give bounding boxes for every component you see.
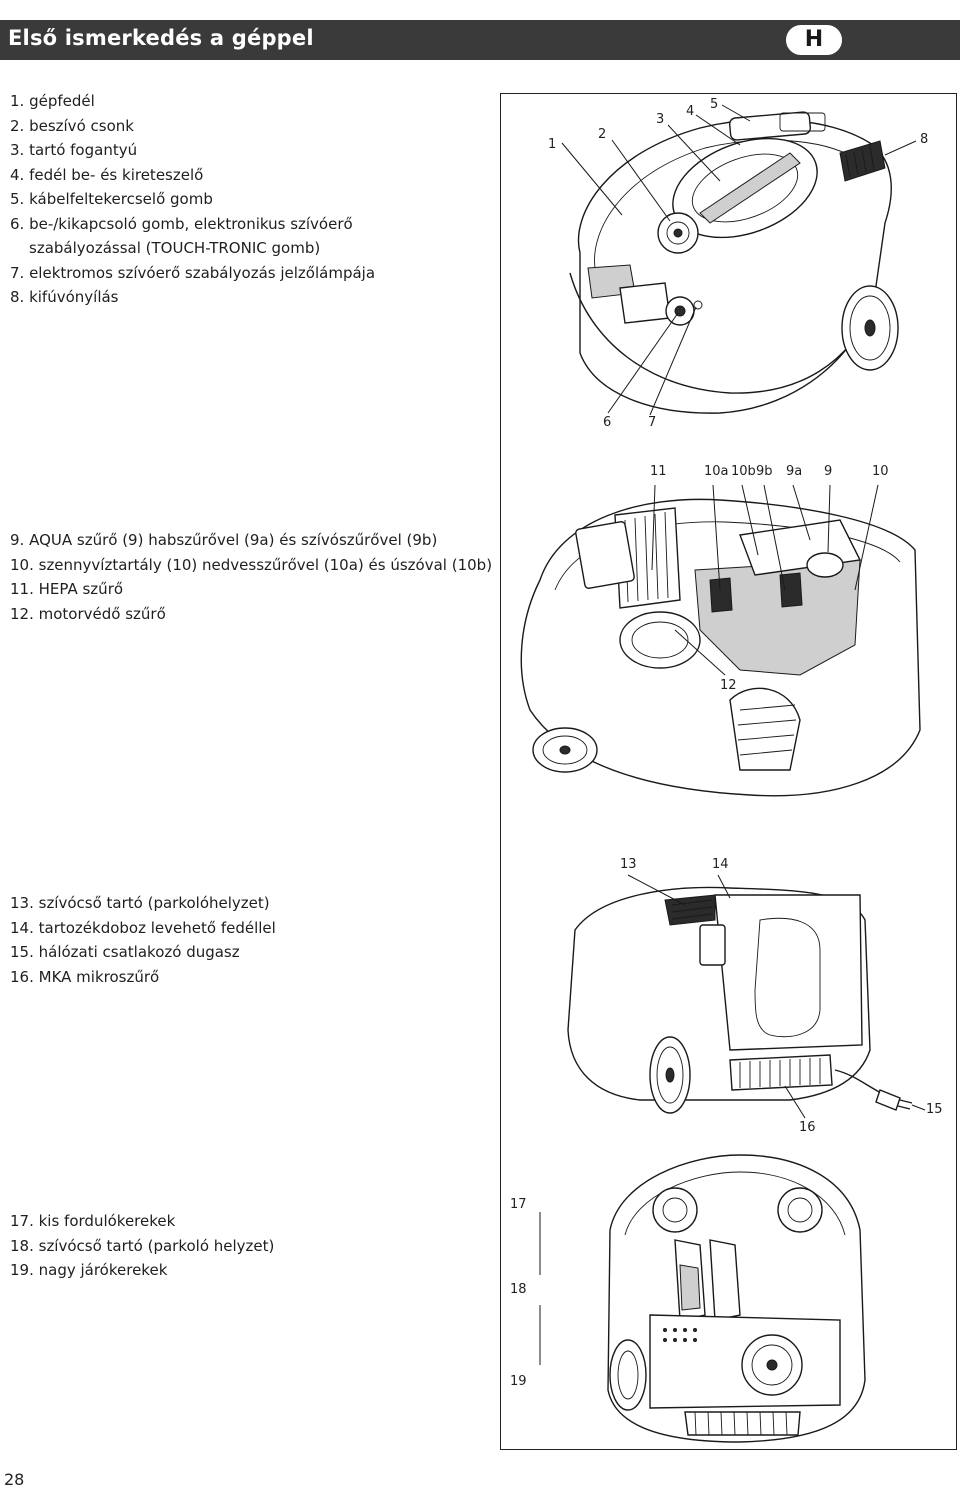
legend-item: 2. beszívó csonk: [10, 116, 134, 135]
language-badge: H: [784, 23, 844, 57]
legend-item: 3. tartó fogantyú: [10, 141, 138, 159]
callout-label: 10b: [731, 464, 756, 479]
legend-top-view: 1. gépfedél 2. beszívó csonk 3. tartó fo…: [10, 89, 375, 310]
callout-label: 9: [824, 464, 833, 479]
legend-item: 1. gépfedél: [10, 92, 95, 110]
legend-item: 17. kis fordulókerekek: [10, 1212, 176, 1230]
callout-label: 11: [650, 464, 667, 479]
callout-label: 12: [720, 678, 737, 693]
legend-item: 15. hálózati csatlakozó dugasz: [10, 943, 240, 961]
callout-label: 16: [799, 1120, 816, 1135]
callout-label: 17: [510, 1197, 527, 1212]
legend-item: 12. motorvédő szűrő: [10, 604, 166, 623]
callout-label: 9b: [756, 464, 773, 479]
callout-label: 9a: [786, 464, 803, 479]
legend-open-view: 9. AQUA szűrő (9) habszűrővel (9a) és sz…: [10, 528, 492, 626]
legend-item: 14. tartozékdoboz levehető fedéllel: [10, 918, 276, 937]
legend-item: 19. nagy járókerekek: [10, 1261, 168, 1279]
callout-label: 13: [620, 857, 637, 872]
callout-label: 3: [656, 112, 665, 127]
legend-item: 18. szívócső tartó (parkoló helyzet): [10, 1236, 275, 1255]
legend-item: 9. AQUA szűrő (9) habszűrővel (9a) és sz…: [10, 531, 438, 549]
callout-label: 15: [926, 1102, 943, 1117]
callout-label: 4: [686, 104, 695, 119]
vacuum-open-view-illustration: [520, 484, 921, 797]
vacuum-rear-view-illustration: [567, 874, 926, 1119]
legend-item: 16. MKA mikroszűrő: [10, 967, 160, 986]
callout-label: 5: [710, 97, 719, 112]
legend-item: 6. be-/kikapcsoló gomb, elektronikus szí…: [10, 214, 353, 233]
header-bar: Első ismerkedés a géppel H: [0, 20, 960, 60]
callout-label: 1: [548, 137, 557, 152]
page-number: 28: [4, 1470, 25, 1489]
legend-item-continuation: szabályozással (TOUCH-TRONIC gomb): [29, 239, 321, 257]
callout-label: 7: [648, 415, 657, 430]
callout-label: 2: [598, 127, 607, 142]
page-title: Első ismerkedés a géppel: [8, 26, 314, 50]
legend-rear-view: 13. szívócső tartó (parkolóhelyzet) 14. …: [10, 891, 276, 989]
figure-frame: [500, 93, 957, 1450]
legend-item: 5. kábelfeltekercselő gomb: [10, 190, 213, 208]
callout-label: 18: [510, 1282, 527, 1297]
callout-label: 6: [603, 415, 612, 430]
callout-label: 8: [920, 132, 929, 147]
legend-item: 13. szívócső tartó (parkolóhelyzet): [10, 894, 270, 912]
callout-label: 10: [872, 464, 889, 479]
legend-item: 7. elektromos szívóerő szabályozás jelző…: [10, 263, 376, 282]
vacuum-top-view-illustration: [561, 104, 917, 416]
legend-item: 10. szennyvíztartály (10) nedvesszűrővel…: [10, 555, 493, 574]
callout-label: 10a: [704, 464, 729, 479]
legend-item: 11. HEPA szűrő: [10, 580, 124, 598]
legend-item: 8. kifúvónyílás: [10, 288, 119, 306]
callout-label: 19: [510, 1374, 527, 1389]
callout-label: 14: [712, 857, 729, 872]
vacuum-bottom-view-illustration: [539, 1154, 866, 1443]
legend-bottom-view: 17. kis fordulókerekek 18. szívócső tart…: [10, 1209, 274, 1283]
legend-item: 4. fedél be- és kireteszelő: [10, 165, 204, 184]
